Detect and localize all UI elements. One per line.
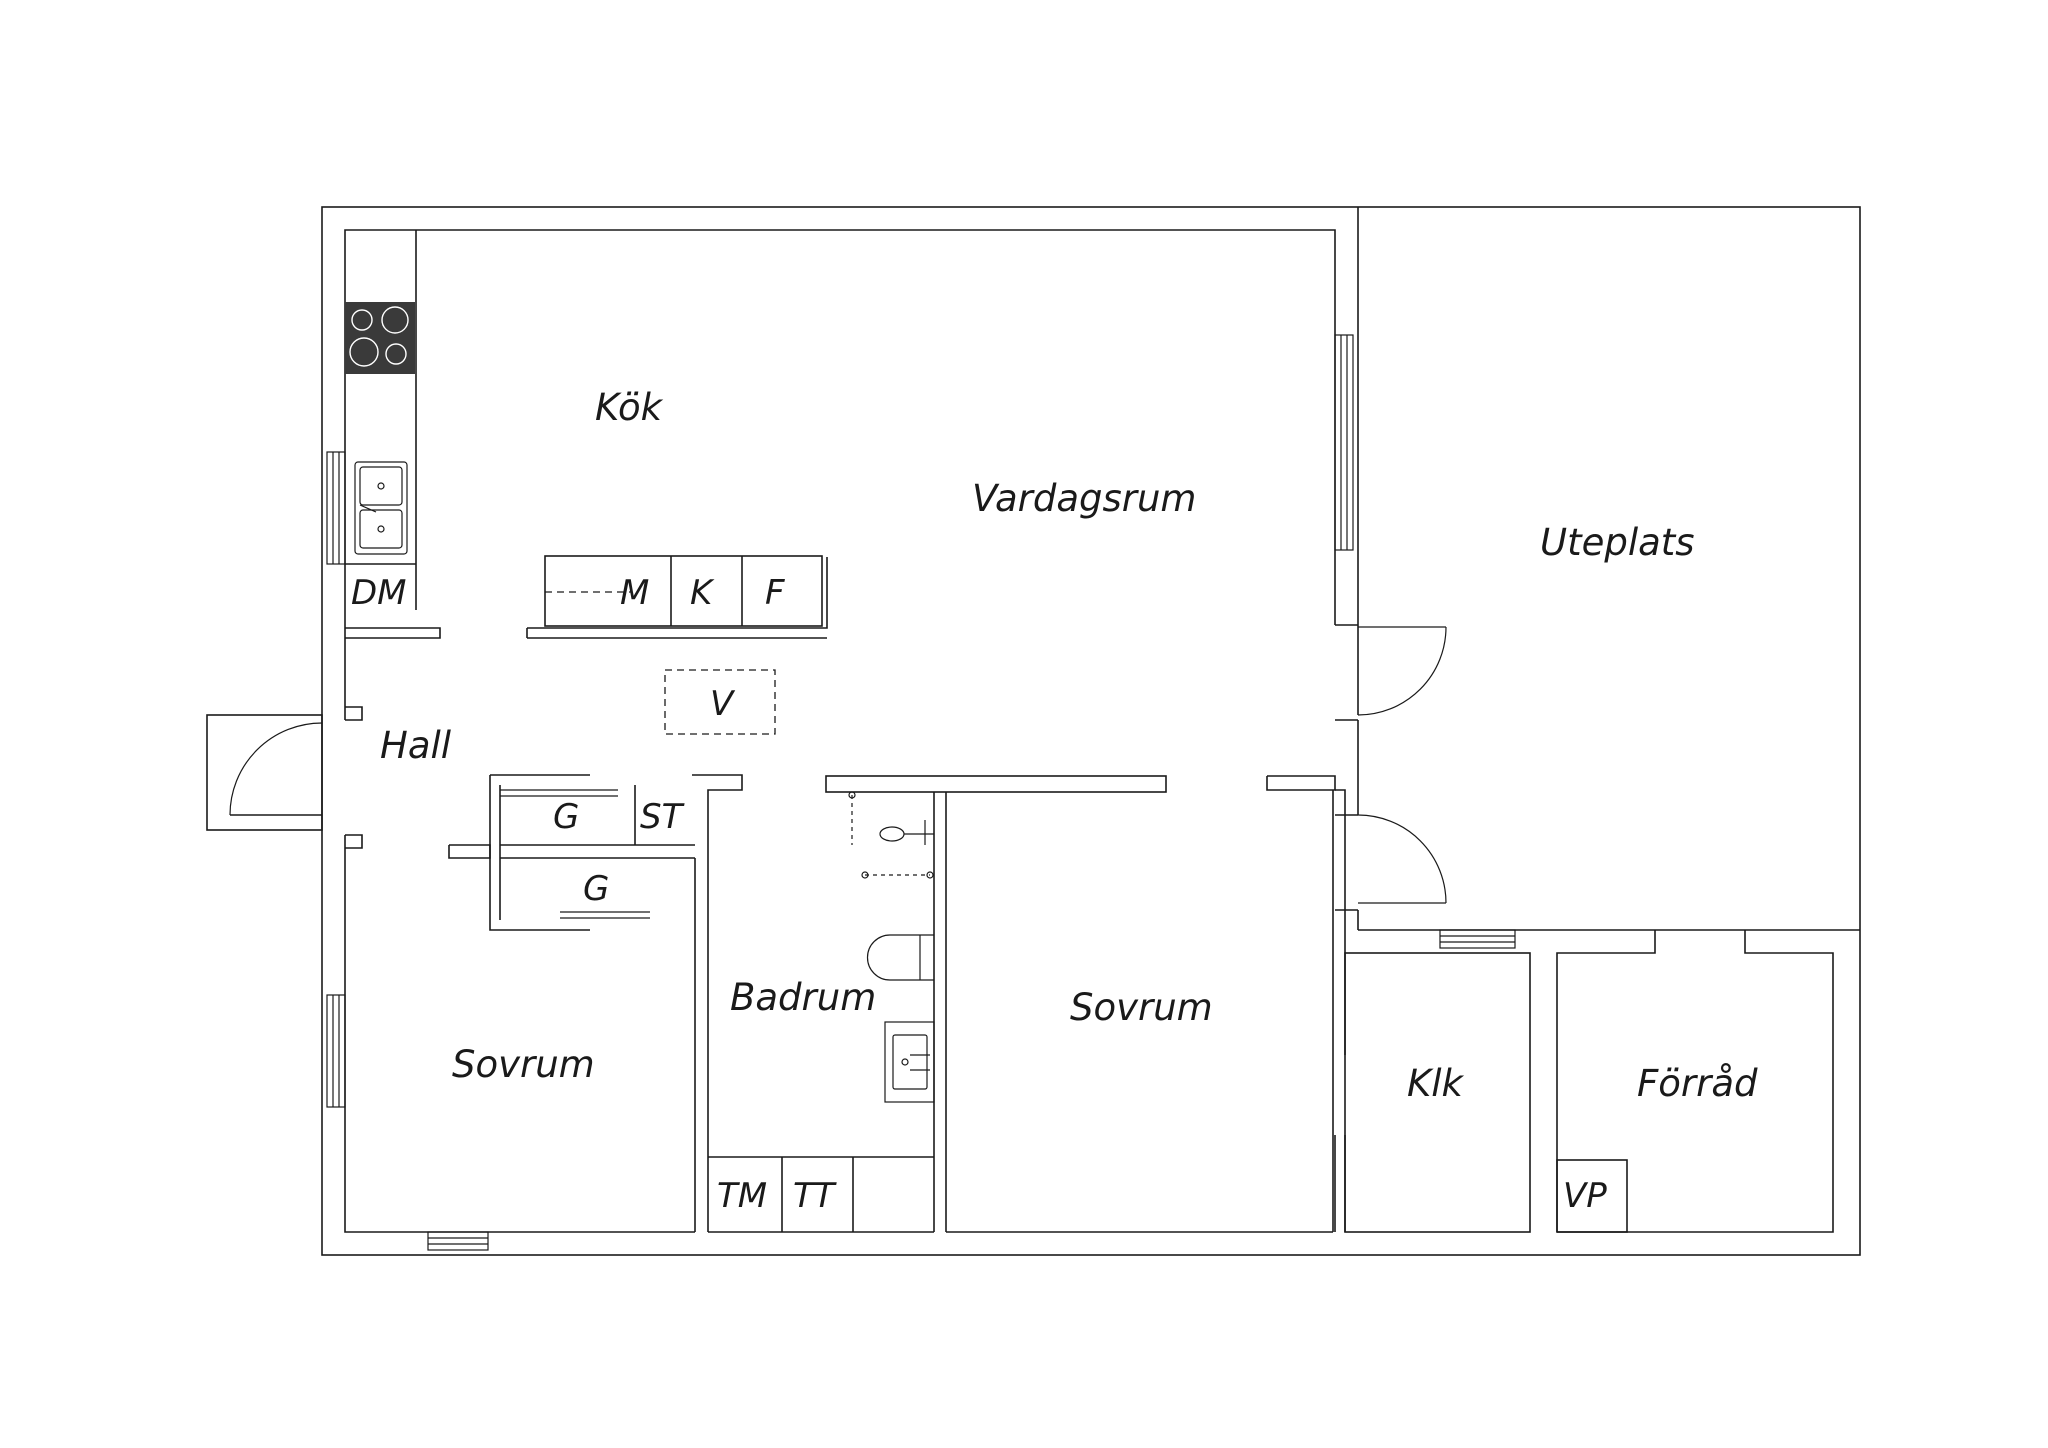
fixture-label-g-upper: G [553,797,579,837]
room-label-kok: Kök [595,386,664,429]
toilet-icon [866,934,934,981]
window-klk [1439,929,1516,949]
wardrobes [500,785,650,919]
entrance-door [206,714,323,831]
cabinet-boxes [345,563,1628,1233]
window-bedroom-south [427,1231,489,1251]
fixture-label-g-lower: G [583,869,609,909]
outer-walls [321,206,1861,1256]
fixture-label-st: ST [640,797,685,837]
fixture-label-tt: TT [793,1176,837,1216]
room-label-forrad: Förråd [1637,1062,1758,1105]
fixture-label-v: V [710,684,736,724]
patio-door-lower [1357,814,1447,904]
windows [326,334,1516,1251]
washbasin-icon [884,1021,935,1103]
ventilation-outline [664,669,776,735]
fixture-label-dm: DM [351,573,407,613]
kitchen-sink-icon [354,461,408,555]
bathroom-fixtures [708,791,935,1232]
wardrobe-lower [560,911,650,919]
doors [206,625,1447,904]
fixture-label-k: K [690,573,715,613]
room-label-hall: Hall [380,724,452,767]
fixture-label-vp: VP [1563,1176,1607,1216]
stove-icon [345,302,415,374]
laundry-cabinets [708,1156,934,1232]
room-label-klk: Klk [1407,1062,1465,1105]
room-label-badrum: Badrum [730,976,876,1019]
room-label-uteplats: Uteplats [1540,521,1695,564]
interior-walls [345,230,1834,1233]
fixture-label-tm: TM [717,1176,767,1216]
patio-door-upper [1357,625,1447,716]
kitchen-fixtures [345,302,823,735]
wardrobe-upper [500,785,636,845]
window-kitchen-west [326,451,346,565]
room-label-vardagsrum: Vardagsrum [972,477,1196,520]
fixture-labels: DM M K F V G ST G TM TT VP [351,573,1607,1216]
appliance-counter [544,555,823,627]
window-living-east [1334,334,1354,551]
shower-icon [848,791,934,879]
fixture-label-m: M [620,573,649,613]
room-labels: Kök Vardagsrum Uteplats Hall Sovrum Badr… [380,386,1758,1105]
window-bedroom-west [326,994,346,1108]
fixture-label-f: F [765,573,785,613]
room-label-sovrum-mid: Sovrum [1070,986,1213,1029]
room-label-sovrum-left: Sovrum [452,1043,595,1086]
